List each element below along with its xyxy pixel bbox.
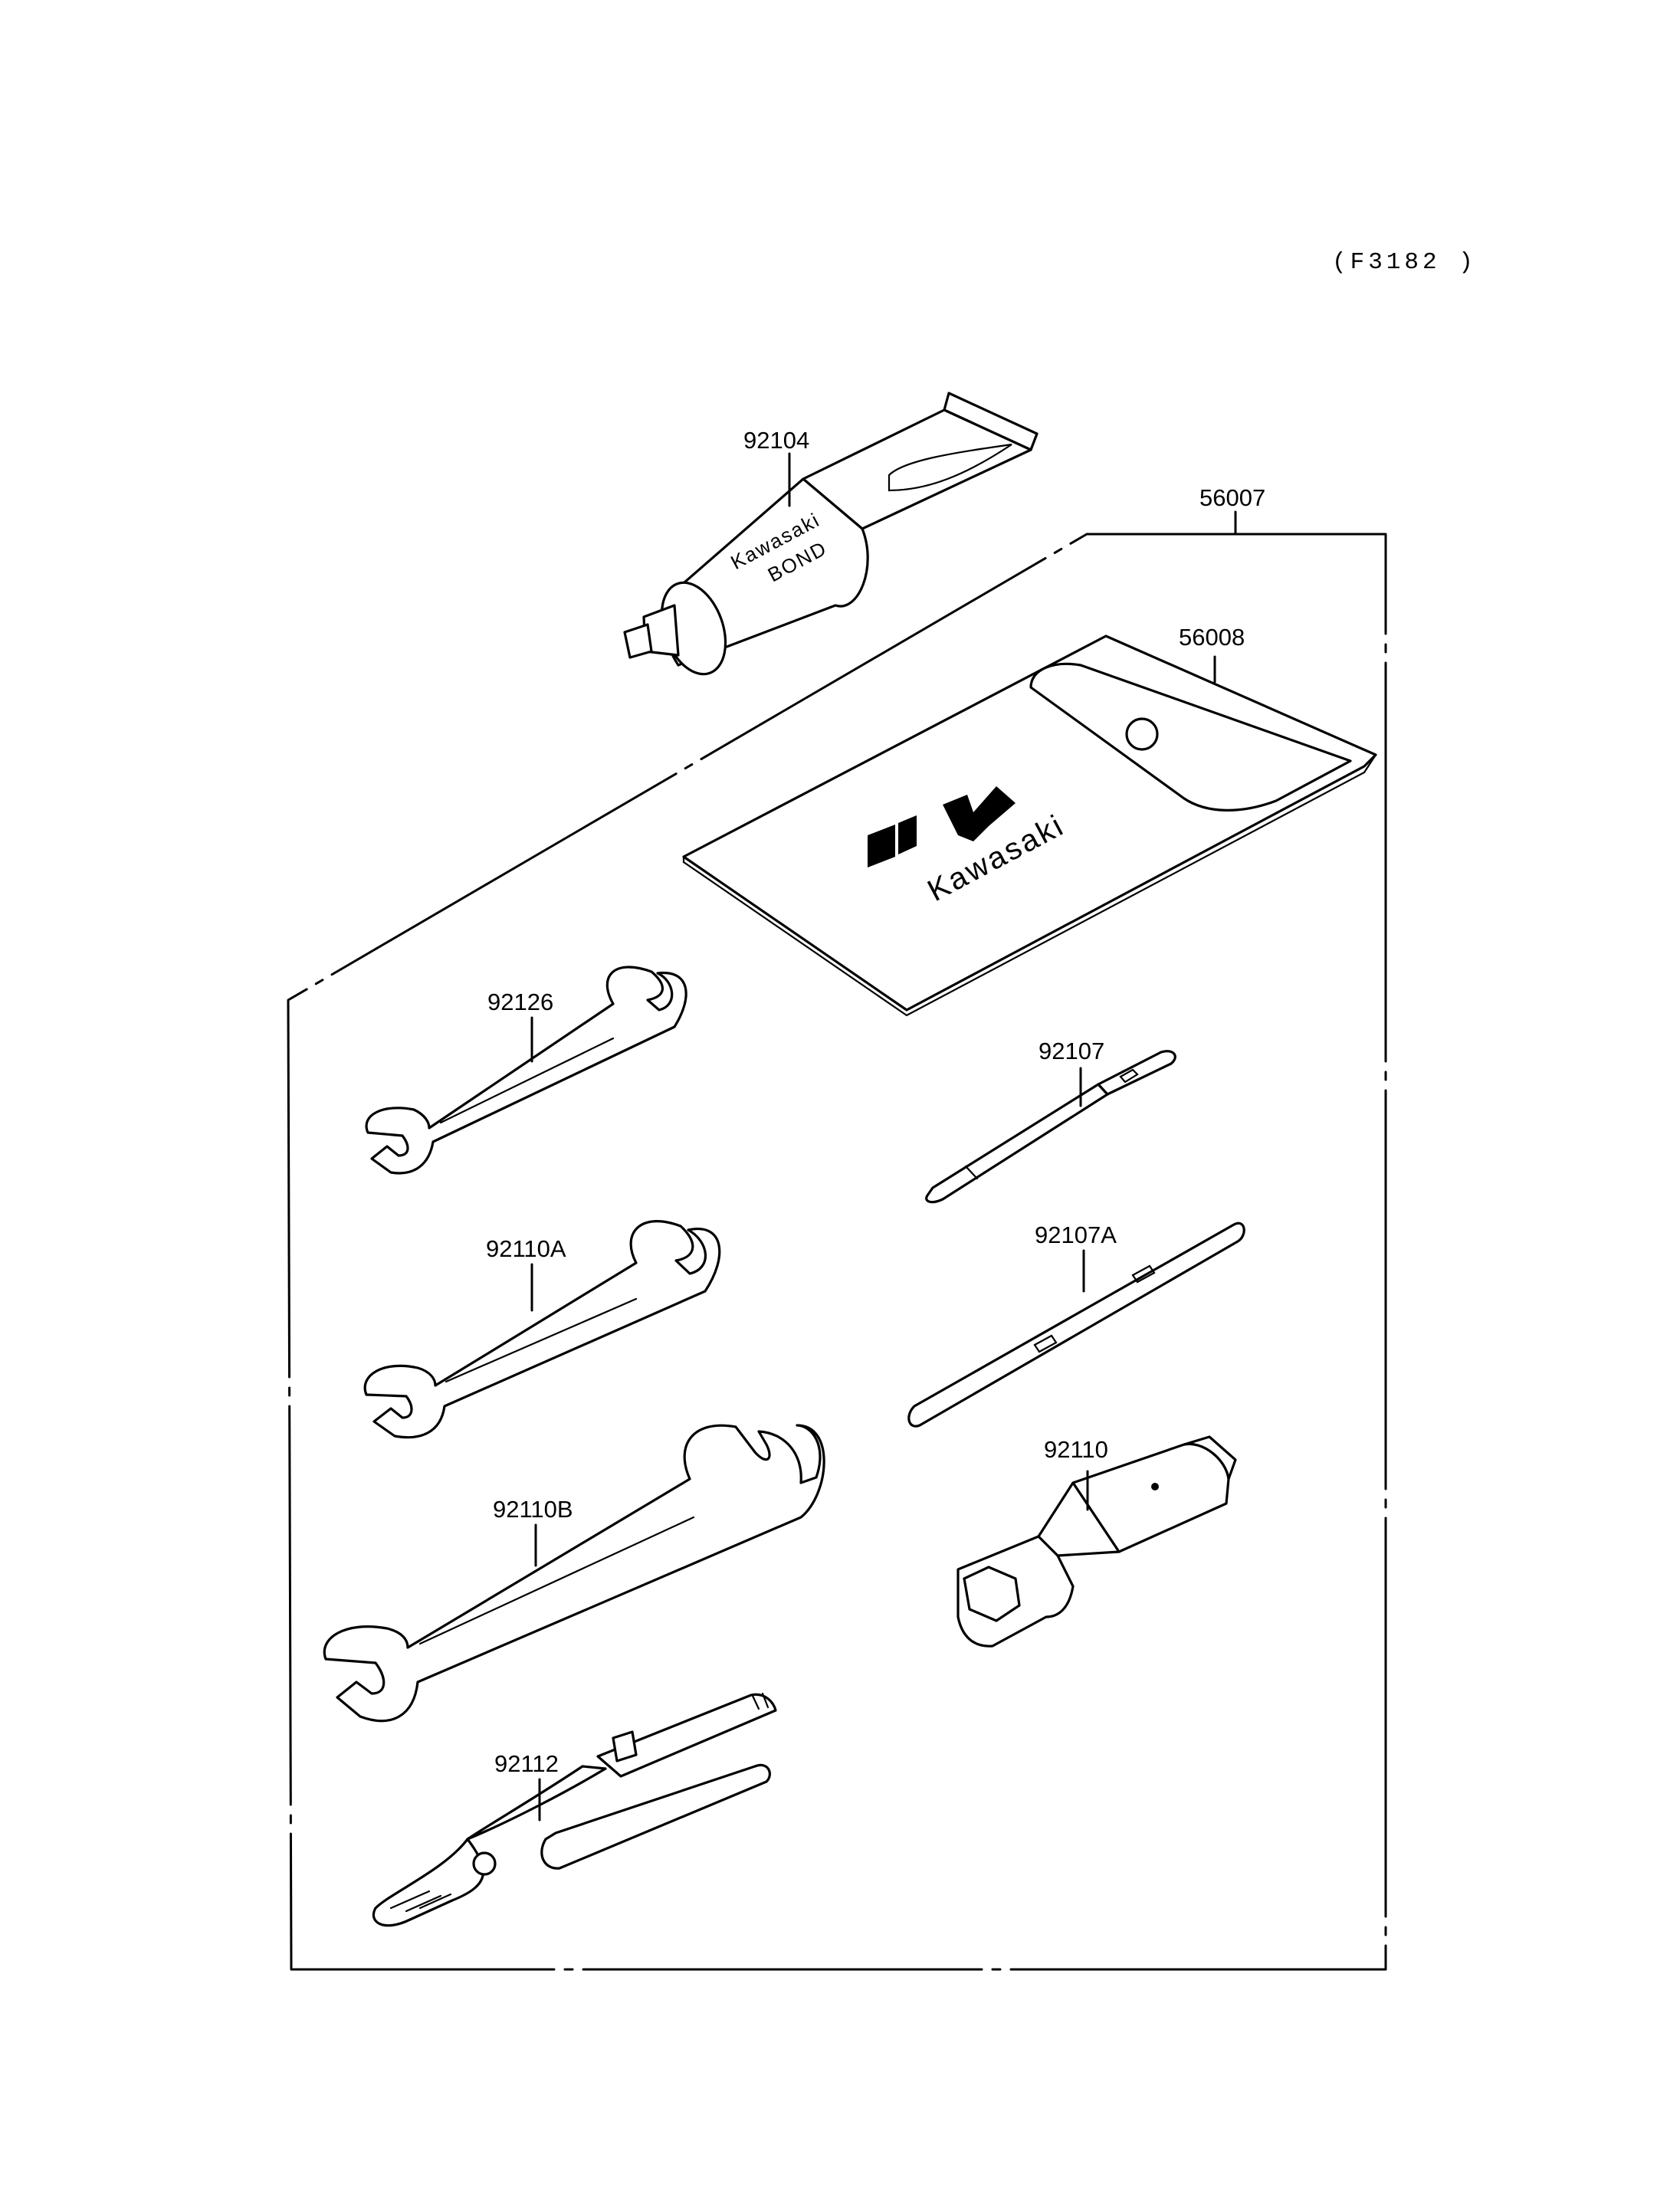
tool-pouch-illustration: Kawasaki — [682, 635, 1377, 1017]
pliers-92112-illustration — [372, 1692, 777, 1927]
bond-tube-illustration: Kawasaki BOND — [623, 392, 1039, 676]
part-label-92110B: 92110B — [493, 1496, 573, 1523]
wrench-92126-illustration — [365, 966, 687, 1175]
part-label-92110: 92110 — [1044, 1436, 1108, 1463]
screwdriver-92107-illustration — [925, 1050, 1176, 1204]
screwdriver-92107a-illustration — [907, 1221, 1245, 1428]
wrench-92110b-illustration — [323, 1424, 825, 1723]
wrench-92110a-illustration — [363, 1220, 721, 1439]
plug-wrench-92110-illustration — [956, 1435, 1237, 1648]
part-label-92112: 92112 — [494, 1750, 559, 1777]
figure-reference: (F3182 ) — [1332, 249, 1477, 276]
part-label-92107: 92107 — [1039, 1038, 1104, 1064]
part-label-56008: 56008 — [1179, 624, 1245, 651]
part-label-92110A: 92110A — [486, 1235, 566, 1262]
part-label-92107A: 92107A — [1035, 1221, 1117, 1248]
toolkit-boundary — [287, 533, 1387, 1971]
part-label-56007: 56007 — [1199, 484, 1265, 511]
kawasaki-logo — [868, 786, 1016, 867]
part-label-92104: 92104 — [743, 427, 809, 454]
part-label-92126: 92126 — [487, 989, 553, 1015]
